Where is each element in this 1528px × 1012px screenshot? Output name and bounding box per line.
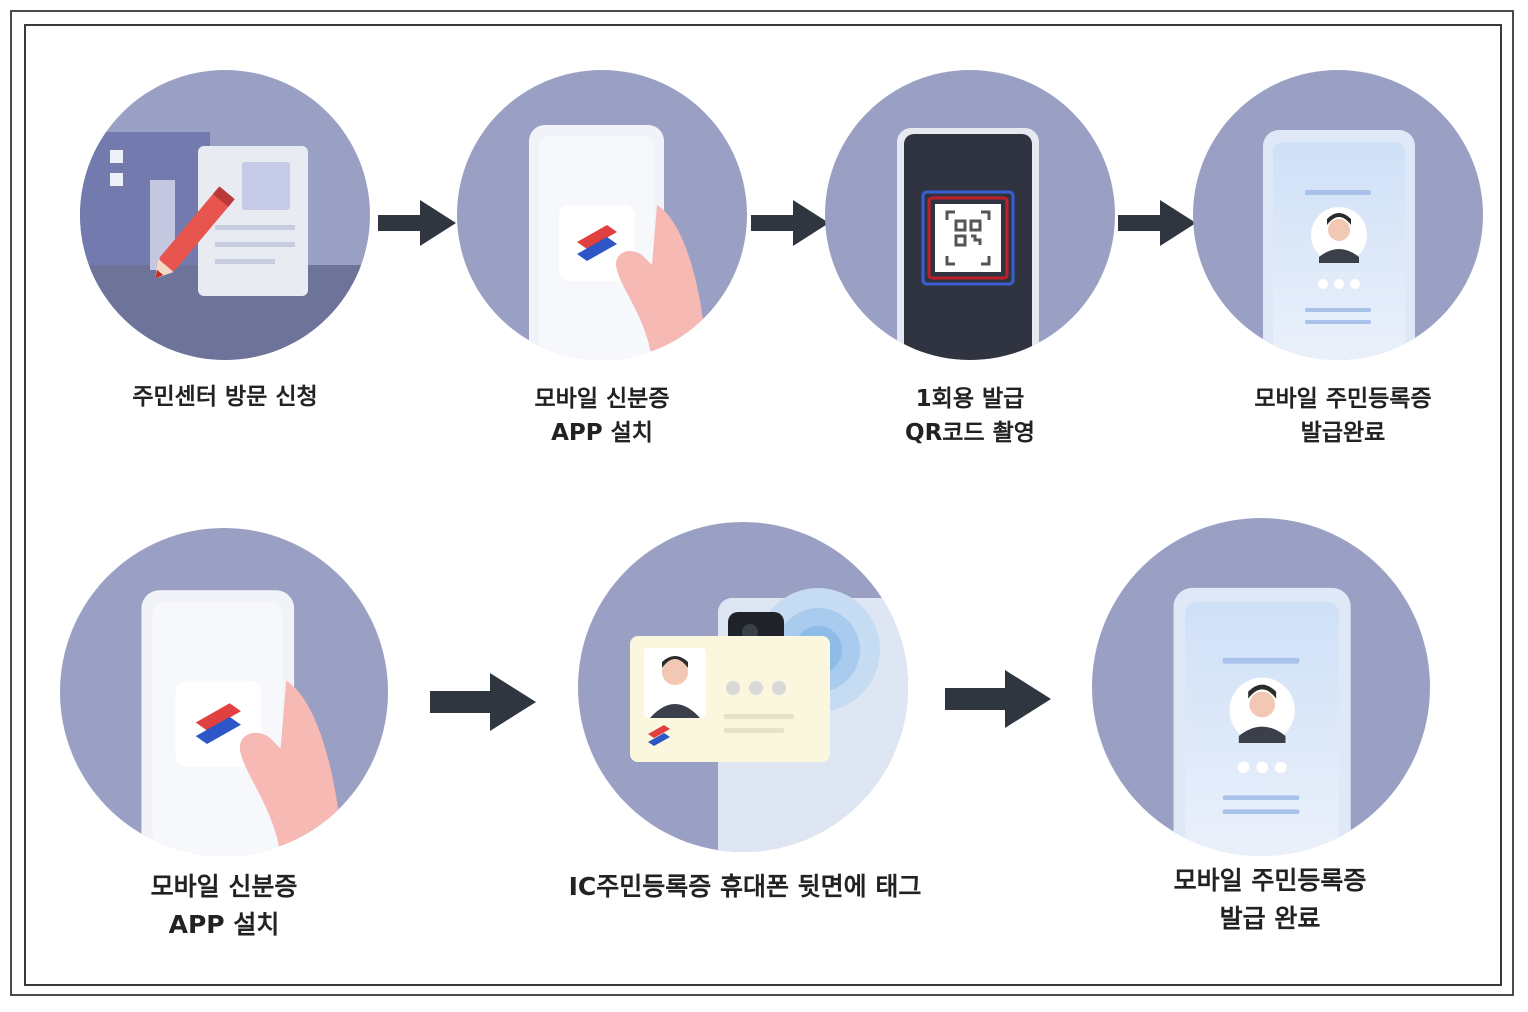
qr-code-phone-icon — [825, 70, 1115, 360]
document-pencil-icon — [80, 70, 370, 360]
phone-app-hand-icon — [60, 528, 388, 856]
label-line: 모바일 신분증 — [150, 872, 298, 901]
step-qr-illustration — [825, 70, 1115, 360]
label-line: 1회용 발급 — [915, 386, 1025, 412]
arrow-right-icon — [945, 670, 1051, 728]
label-line: 모바일 신분증 — [534, 386, 670, 412]
step-install-illustration — [457, 70, 747, 360]
step-install2-illustration — [60, 528, 388, 856]
inner-border — [24, 24, 1502, 986]
step-visit-label: 주민센터 방문 신청 — [80, 380, 370, 414]
label-line: 모바일 주민등록증 — [1254, 386, 1432, 412]
label-line: IC주민등록증 휴대폰 뒷면에 태그 — [568, 872, 922, 901]
ic-card-tag-icon — [578, 522, 908, 852]
phone-app-hand-icon — [457, 70, 747, 360]
step-done2-label: 모바일 주민등록증 발급 완료 — [1110, 862, 1430, 938]
label-line: 주민센터 방문 신청 — [132, 384, 318, 410]
label-line: QR코드 촬영 — [905, 420, 1035, 446]
step-visit-illustration — [80, 70, 370, 360]
step-tag-illustration — [578, 522, 908, 852]
step-done2-illustration — [1092, 518, 1430, 856]
id-profile-phone-icon — [1092, 518, 1430, 856]
label-line: 발급완료 — [1300, 420, 1386, 446]
step-tag-label: IC주민등록증 휴대폰 뒷면에 태그 — [520, 868, 970, 906]
label-line: APP 설치 — [551, 420, 653, 446]
id-profile-phone-icon — [1193, 70, 1483, 360]
step-install-label: 모바일 신분증 APP 설치 — [457, 382, 747, 450]
arrow-right-icon — [378, 200, 456, 246]
step-qr-label: 1회용 발급 QR코드 촬영 — [825, 382, 1115, 450]
label-line: 발급 완료 — [1219, 904, 1321, 933]
label-line: APP 설치 — [168, 910, 280, 939]
step-done-label: 모바일 주민등록증 발급완료 — [1193, 382, 1493, 450]
label-line: 모바일 주민등록증 — [1173, 866, 1367, 895]
arrow-right-icon — [751, 200, 829, 246]
outer-border — [10, 10, 1514, 996]
step-done-illustration — [1193, 70, 1483, 360]
arrow-right-icon — [430, 673, 536, 731]
step-install2-label: 모바일 신분증 APP 설치 — [60, 868, 388, 944]
arrow-right-icon — [1118, 200, 1196, 246]
